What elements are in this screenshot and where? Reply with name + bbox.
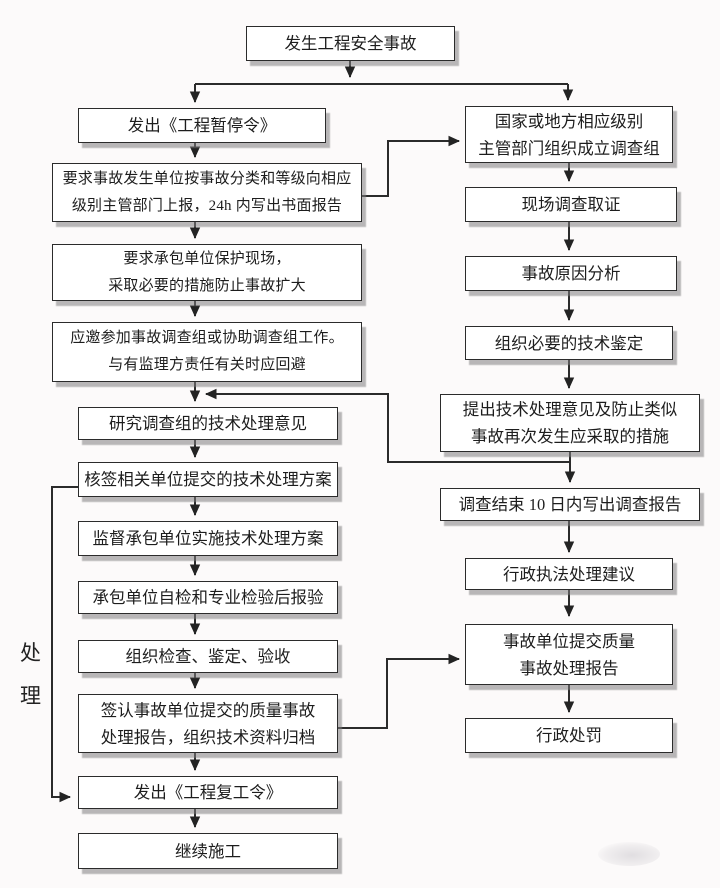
node-organize-inspection-acceptance: 组织检查、鉴定、验收 xyxy=(78,640,338,673)
node-admin-enforcement-suggestion: 行政执法处理建议 xyxy=(465,558,673,590)
node-issue-resume-order: 发出《工程复工令》 xyxy=(78,776,338,809)
node-label: 组织检查、鉴定、验收 xyxy=(125,647,291,666)
node-accident-occurs: 发生工程安全事故 xyxy=(246,26,455,61)
node-label: 调查结束 10 日内写出调查报告 xyxy=(458,495,682,514)
node-continue-construction: 继续施工 xyxy=(78,833,338,869)
watermark-smudge xyxy=(598,842,660,866)
node-require-protect-site: 要求承包单位保护现场， 采取必要的措施防止事故扩大 xyxy=(52,244,362,301)
node-accident-unit-submit-report: 事故单位提交质量 事故处理报告 xyxy=(465,624,673,685)
node-label: 事故原因分析 xyxy=(521,264,621,283)
node-technical-appraisal: 组织必要的技术鉴定 xyxy=(465,326,673,360)
node-require-report-24h: 要求事故发生单位按事故分类和等级向相应 级别主管部门上报，24h 内写出书面报告 xyxy=(52,163,362,222)
node-sign-accident-report-archive: 签认事故单位提交的质量事故 处理报告，组织技术资料归档 xyxy=(78,694,338,753)
node-supervise-implementation: 监督承包单位实施技术处理方案 xyxy=(78,521,338,556)
node-site-investigation: 现场调查取证 xyxy=(465,187,677,222)
node-label-line2: 事故再次发生应采取的措施 xyxy=(471,427,669,446)
node-label: 发出《工程复工令》 xyxy=(133,783,283,802)
node-label: 行政执法处理建议 xyxy=(503,564,635,584)
node-label: 核签相关单位提交的技术处理方案 xyxy=(84,470,332,489)
node-label-line2: 采取必要的措施防止事故扩大 xyxy=(108,277,306,294)
node-label: 继续施工 xyxy=(175,841,241,861)
node-label: 现场调查取证 xyxy=(521,195,621,214)
node-join-investigation-team: 应邀参加事故调查组或协助调查组工作。 与有监理方责任有关时应回避 xyxy=(52,322,362,382)
node-label: 发出《工程暂停令》 xyxy=(127,116,277,135)
node-label: 发生工程安全事故 xyxy=(284,34,417,53)
node-countersign-technical-plan: 核签相关单位提交的技术处理方案 xyxy=(78,462,338,497)
node-label-line1: 要求承包单位保护现场， xyxy=(123,250,291,267)
node-label-line1: 国家或地方相应级别 xyxy=(494,111,644,131)
side-label-chuli: 处 理 xyxy=(20,637,41,710)
node-label-line1: 签认事故单位提交的质量事故 xyxy=(100,700,316,720)
node-label-line1: 应邀参加事故调查组或协助调查组工作。 xyxy=(70,330,344,346)
node-cause-analysis: 事故原因分析 xyxy=(465,256,677,291)
node-label: 研究调查组的技术处理意见 xyxy=(109,414,307,433)
node-label-line2: 级别主管部门上报，24h 内写出书面报告 xyxy=(71,197,343,214)
node-label: 承包单位自检和专业检验后报验 xyxy=(92,588,324,607)
node-study-technical-opinions: 研究调查组的技术处理意见 xyxy=(78,407,338,440)
node-label: 监督承包单位实施技术处理方案 xyxy=(92,529,324,548)
side-label-char-top: 处 xyxy=(20,641,41,665)
side-label-char-bottom: 理 xyxy=(20,684,41,708)
node-investigation-report-10-days: 调查结束 10 日内写出调查报告 xyxy=(440,488,700,521)
node-authority-form-investigation-team: 国家或地方相应级别 主管部门组织成立调查组 xyxy=(465,106,673,163)
node-label-line1: 提出技术处理意见及防止类似 xyxy=(462,400,678,419)
node-issue-suspension-order: 发出《工程暂停令》 xyxy=(78,108,326,143)
node-label: 组织必要的技术鉴定 xyxy=(494,333,644,353)
node-label-line2: 与有监理方责任有关时应回避 xyxy=(108,357,306,373)
node-label-line1: 事故单位提交质量 xyxy=(503,631,635,651)
node-propose-technical-opinions: 提出技术处理意见及防止类似 事故再次发生应采取的措施 xyxy=(440,394,700,452)
node-contractor-self-inspection: 承包单位自检和专业检验后报验 xyxy=(78,581,338,614)
node-administrative-penalty: 行政处罚 xyxy=(465,718,673,753)
node-label-line2: 事故处理报告 xyxy=(519,658,619,678)
node-label-line2: 处理报告，组织技术资料归档 xyxy=(100,727,316,747)
node-label: 行政处罚 xyxy=(536,726,602,745)
node-label-line2: 主管部门组织成立调查组 xyxy=(478,138,660,158)
node-label-line1: 要求事故发生单位按事故分类和等级向相应 xyxy=(62,170,352,187)
